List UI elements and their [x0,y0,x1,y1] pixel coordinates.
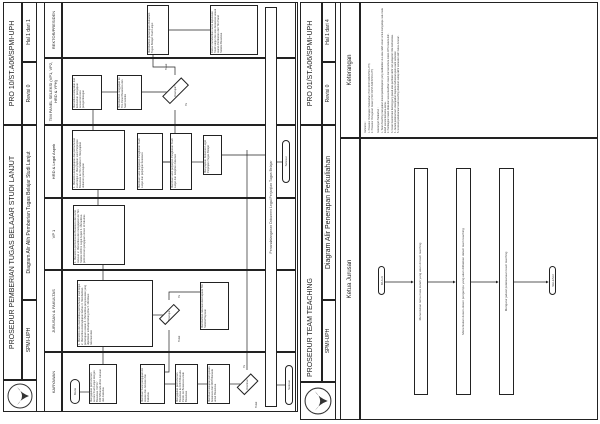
end-terminator: Selesai [282,140,290,183]
note-line: 5. Evaluasi pelaksanaan team teaching di… [397,35,401,133]
right-page: PROSEDUR TEAM TEACHING PRO 01/ST.A06/SPM… [300,2,598,420]
process-hrd-binding-letter: Membuat surat perjanjian Pengikatan Stud… [170,133,192,190]
left-page: PROSEDUR PEMBERIAN TUGAS BELAJAR STUDI L… [3,2,298,412]
process-label: Mengatur jadwal pelaksanaan team teachin… [503,251,508,312]
eagle-seal-icon [304,387,332,415]
process-panel-assess: Memeriksa kelayakan dan kebutuhan pengaj… [72,75,102,110]
eagle-seal-icon [7,383,33,409]
process-department-recommend: Memberikan rekomendasi kepada Tim Seleks… [200,282,229,330]
process-hrd-legal-docs: Menyiapkan Dokumen Legal Perjanjian Tuga… [203,135,222,175]
no-label: Tidak [178,335,181,342]
process-determine-topic: Menentukan tema mata kuliah yang akan di… [414,168,428,395]
notes-heading: Keterangan Tambahan : [376,107,380,133]
no-label: Tidak [165,63,168,70]
process-rector-decree: Rektor memberikan surat keputusan Studi … [210,5,258,55]
process-determine-lecturers: Menentukan dosen-dosen pengampu yang aka… [456,168,471,395]
end-terminator: Selesai [285,365,293,405]
note-line: 2. Prosedur Penugasan Dosen (PRO 03/ST.A… [371,68,375,133]
process-make-letter: Membuat Surat pengajuan ke atasan dan Ju… [140,364,165,404]
process-panel-respond: Memberikan tanggapan ke Tim Panel Beasis… [117,75,142,110]
start-terminator: MULAI [378,266,385,295]
process-scholarship-readiness: Membuat kesiapan pernyataan beasiswa dar… [207,364,230,404]
decision-label: Disetujui? [168,309,171,321]
start-terminator: Mulai [70,379,80,404]
signing-bar-label: Penandatanganan Dokumen Legal Perjanjian… [268,160,273,254]
university-logo [300,382,336,420]
process-label: Menentukan dosen-dosen pengampu yang aka… [460,228,465,335]
decision-label: Diterima? [246,378,249,390]
yes-label: Ya [185,103,188,106]
process-hrd-receive: 1. Menerima kelengkapan dan permohonan s… [72,130,125,190]
process-submit-request: Mengajukan permohonan secara Studi Lanju… [89,364,117,404]
signing-bar: Penandatanganan Dokumen Legal Perjanjian… [265,7,277,407]
decision-department-approve: Disetujui? [158,300,181,330]
decision-accepted: Diterima? [236,370,259,398]
process-schedule: Mengatur jadwal pelaksanaan team teachin… [499,168,514,395]
end-terminator: SELESAI [549,266,556,295]
decision-panel-approve: Disetujui? [162,72,189,110]
process-vp1-review: 1. Menerima permohonan Beasiswa dan sura… [73,205,125,265]
decision-label: Disetujui? [174,85,177,97]
process-label: Menentukan tema mata kuliah yang akan di… [418,242,423,321]
yes-label: Ya [178,295,181,298]
process-hrd-agreement: Membuat surat perjanjian Pengikatan Stud… [137,133,163,190]
yes-label: Ya [243,365,246,368]
process-department-review: 1. Menerima dan memeriksa permohonan stu… [77,280,153,347]
no-label: Tidak [255,401,258,408]
process-apply-scholarship: Mengajukan permohonan Beasiswa ke DIKTI/… [175,364,198,404]
notes-block: Referensi : 1. Prosedur Penerapan Perkul… [364,5,400,133]
process-rector-approve: Memberikan persetujuan Dokumen Tugas Bel… [147,5,169,55]
flow-connectors [385,280,549,284]
university-logo [3,380,37,412]
flow-connectors [80,29,285,393]
notes-heading: Referensi : [364,121,367,133]
